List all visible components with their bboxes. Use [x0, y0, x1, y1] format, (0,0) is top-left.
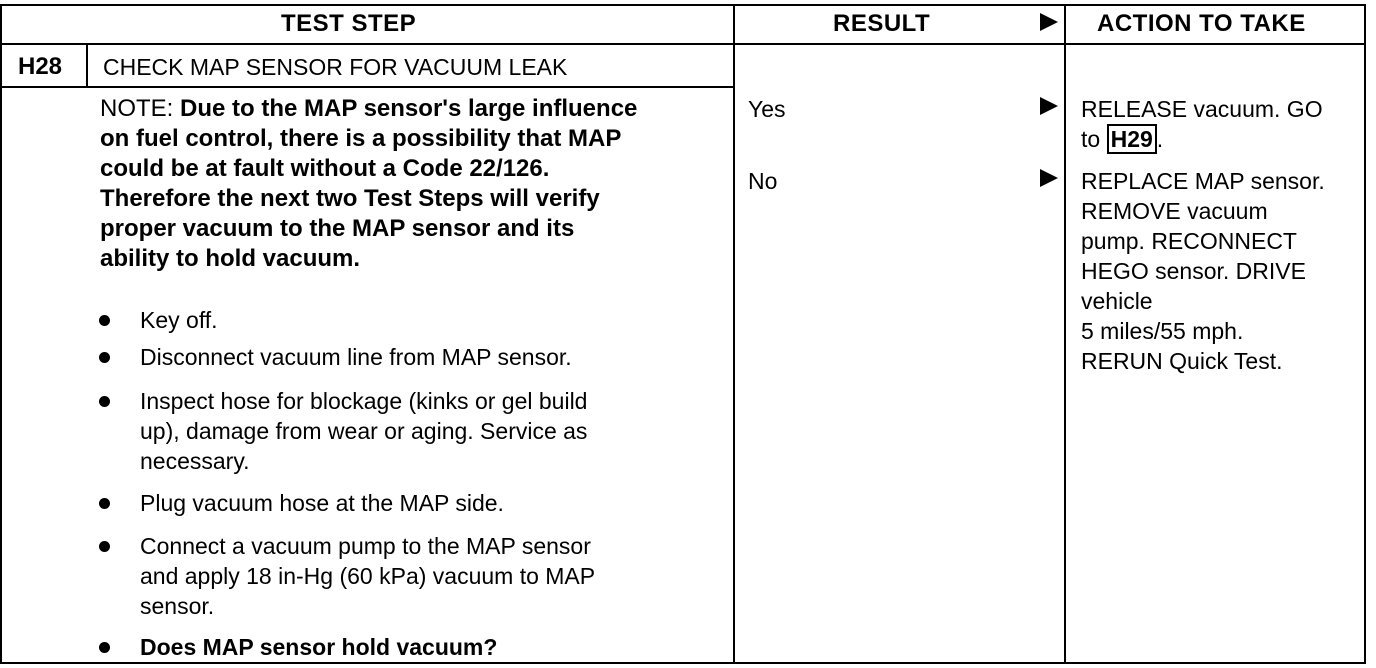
action-yes-prefix: to	[1081, 126, 1101, 152]
bullet-2-line-1: Disconnect vacuum line from MAP sensor.	[140, 344, 572, 370]
bullet-icon	[99, 541, 110, 552]
bullet-4-line-1: Plug vacuum hose at the MAP side.	[140, 490, 504, 516]
bullet-3-line-2: up), damage from wear or aging. Service …	[140, 418, 588, 444]
action-yes-line-2: to H29.	[1081, 124, 1163, 154]
action-yes-step-ref: H29	[1106, 124, 1157, 154]
table-left-border	[0, 4, 2, 664]
table-bottom-border	[0, 662, 1366, 664]
step-id: H28	[18, 53, 63, 80]
note-text-2: on fuel control, there is a possibility …	[100, 125, 622, 152]
column-divider-result	[733, 4, 735, 664]
step-title: CHECK MAP SENSOR FOR VACUUM LEAK	[103, 54, 568, 80]
result-yes: Yes	[748, 96, 786, 122]
bullet-3-line-1: Inspect hose for blockage (kinks or gel …	[140, 388, 588, 414]
action-no-line-4: HEGO sensor. DRIVE	[1081, 258, 1306, 284]
bullet-icon	[99, 352, 110, 363]
header-arrow-icon	[1040, 13, 1058, 31]
result-no-arrow-icon	[1040, 169, 1058, 187]
bullet-icon	[99, 315, 110, 326]
action-yes-suffix: .	[1156, 126, 1164, 152]
action-no-line-5: vehicle	[1081, 288, 1153, 314]
bullet-icon	[99, 396, 110, 407]
action-no-line-6: 5 miles/55 mph.	[1081, 318, 1244, 344]
note-text-1: Due to the MAP sensor's large influence	[180, 95, 638, 122]
bullet-1-line-1: Key off.	[140, 307, 218, 333]
action-no-line-2: REMOVE vacuum	[1081, 198, 1268, 224]
header-bottom-border	[0, 43, 1366, 45]
step-id-divider	[86, 43, 88, 88]
note-text-6: ability to hold vacuum.	[100, 245, 361, 272]
note-label: NOTE:	[100, 95, 174, 122]
table-top-border	[0, 4, 1366, 6]
header-action: ACTION TO TAKE	[1097, 10, 1306, 37]
header-test-step: TEST STEP	[281, 10, 417, 37]
bullet-5-line-2: and apply 18 in-Hg (60 kPa) vacuum to MA…	[140, 563, 596, 589]
bullet-3-line-3: necessary.	[140, 448, 250, 474]
table-right-border	[1364, 4, 1366, 664]
bullet-5-line-3: sensor.	[140, 593, 215, 619]
action-no-line-1: REPLACE MAP sensor.	[1081, 168, 1325, 194]
title-row-bottom-border	[0, 86, 735, 88]
bullet-icon	[99, 642, 110, 653]
note-text-5: proper vacuum to the MAP sensor and its	[100, 215, 575, 242]
bullet-icon	[99, 498, 110, 509]
note-text-3: could be at fault without a Code 22/126.	[100, 155, 550, 182]
result-yes-arrow-icon	[1040, 97, 1058, 115]
bullet-6-line-1: Does MAP sensor hold vacuum?	[140, 634, 498, 660]
note-line-1: NOTE: Due to the MAP sensor's large infl…	[100, 94, 637, 124]
header-result: RESULT	[833, 10, 931, 37]
action-yes-line-1: RELEASE vacuum. GO	[1081, 96, 1323, 122]
bullet-5-line-1: Connect a vacuum pump to the MAP sensor	[140, 533, 591, 559]
note-text-4: Therefore the next two Test Steps will v…	[100, 185, 600, 212]
action-no-line-3: pump. RECONNECT	[1081, 228, 1297, 254]
action-no-line-7: RERUN Quick Test.	[1081, 348, 1283, 374]
column-divider-action	[1064, 4, 1066, 664]
result-no: No	[748, 168, 778, 194]
